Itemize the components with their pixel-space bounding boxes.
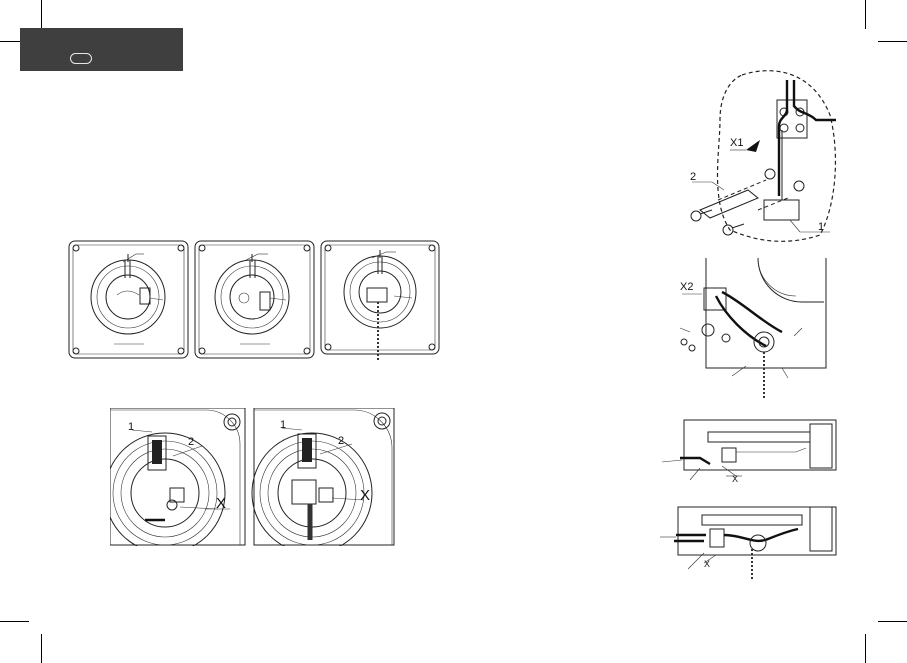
crop-mark — [41, 634, 42, 663]
fan-panel-2 — [195, 241, 314, 358]
crop-mark — [878, 41, 907, 42]
housing-bottom-label-x: X — [704, 559, 710, 569]
fan-panel-3 — [321, 241, 439, 360]
closeup-left: 1 2 X — [110, 408, 245, 546]
crop-mark — [865, 634, 866, 663]
terminal-label-1: 1 — [818, 221, 824, 233]
housing-section-top-figure: X — [660, 418, 842, 486]
crop-mark — [41, 0, 42, 29]
terminal-label-x1: X1 — [730, 137, 743, 149]
crop-mark — [878, 621, 907, 622]
fan-closeup-figure: 1 2 X 1 2 X — [110, 408, 395, 546]
fan-panels-figure — [68, 240, 440, 360]
housing-section-bottom-figure: X — [660, 505, 842, 583]
terminal-label-2: 2 — [690, 171, 696, 183]
closeup-right: 1 2 X — [252, 408, 394, 546]
closeup-left-label-1: 1 — [128, 421, 134, 433]
closeup-left-label-2: 2 — [188, 436, 194, 448]
terminal-detail-figure: X1 2 1 — [682, 70, 847, 245]
pullcord-interior-figure: X2 — [676, 256, 836, 404]
language-tab — [20, 28, 183, 71]
closeup-right-label-1: 1 — [280, 419, 286, 431]
closeup-right-label-2: 2 — [338, 435, 344, 447]
pullcord-label-x2: X2 — [680, 281, 693, 293]
fan-panel-1 — [69, 241, 188, 358]
crop-mark — [865, 0, 866, 29]
closeup-right-label-x: X — [360, 487, 370, 504]
closeup-left-label-x: X — [216, 495, 226, 512]
crop-mark — [0, 621, 29, 622]
language-badge — [70, 53, 92, 64]
housing-top-label-x: X — [732, 474, 738, 484]
